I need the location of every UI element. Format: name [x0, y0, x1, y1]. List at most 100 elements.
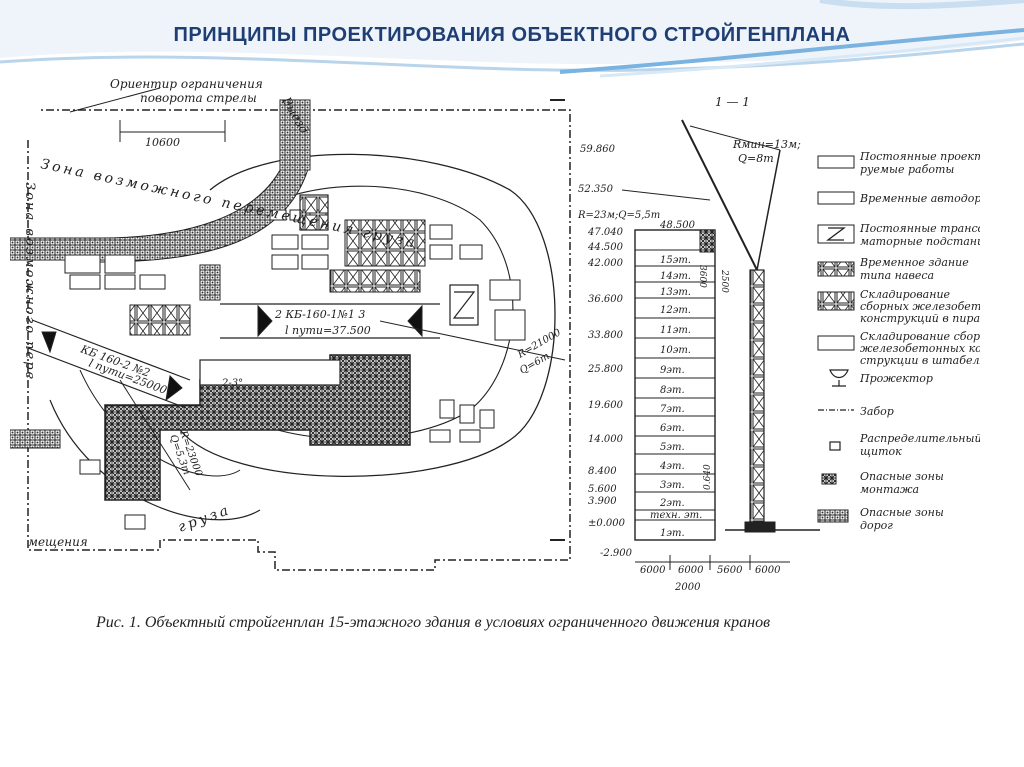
- section-qmin: Q=8т: [738, 152, 774, 165]
- dim-3600: 3600: [697, 265, 707, 288]
- crane1-stop-left: [257, 304, 273, 338]
- section-label: 1 — 1: [715, 95, 750, 109]
- road-right: [199, 264, 221, 301]
- crane2-track-bottom: [27, 347, 187, 409]
- dim-10600: 10600: [145, 136, 180, 149]
- legend-item-floodlight: Прожектор: [829, 369, 933, 387]
- svg-text:Временные автодороги: Временные автодороги: [859, 192, 980, 205]
- crane-base: [744, 521, 776, 533]
- svg-text:3эт.: 3эт.: [660, 480, 685, 491]
- orientir-line1: Ориентир ограничения: [110, 77, 263, 91]
- crane2-stop-left: [41, 331, 57, 354]
- section-floor-lines: [635, 249, 715, 521]
- svg-text:25.800: 25.800: [587, 364, 624, 375]
- storage-pyramids-block-1: [344, 219, 426, 267]
- svg-text:Временное здание: Временное здание: [859, 256, 969, 269]
- fence-line: [27, 109, 571, 571]
- angle-label: 2-3°: [221, 378, 243, 389]
- slide-header: ПРИНЦИПЫ ПРОЕКТИРОВАНИЯ ОБЪЕКТНОГО СТРОЙ…: [0, 0, 1024, 80]
- svg-text:дорог: дорог: [860, 519, 893, 532]
- legend-item-transformer: Постоянные трансфор- маторные подстанции: [817, 222, 980, 248]
- svg-text:сборных железобетонных: сборных железобетонных: [860, 300, 980, 313]
- svg-text:8эт.: 8эт.: [660, 385, 685, 396]
- legend: Постоянные проекти- руемые работы Времен…: [817, 150, 980, 532]
- svg-text:монтажа: монтажа: [860, 483, 919, 496]
- slide-title: ПРИНЦИПЫ ПРОЕКТИРОВАНИЯ ОБЪЕКТНОГО СТРОЙ…: [173, 24, 851, 46]
- zone-arc-left: [49, 399, 261, 521]
- legend-item-fence: Забор: [818, 405, 894, 418]
- zone-label-bottom-b: груза: [176, 502, 233, 536]
- figure-caption: Рис. 1. Объектный стройгенплан 15-этажно…: [96, 614, 771, 631]
- svg-text:6000: 6000: [678, 565, 704, 576]
- svg-text:7эт.: 7эт.: [660, 404, 685, 415]
- dim-2500: 2500: [719, 269, 729, 293]
- svg-text:1эт.: 1эт.: [660, 528, 685, 539]
- crane-tower: [749, 269, 765, 531]
- svg-text:13эт.: 13эт.: [660, 287, 691, 298]
- svg-text:Прожектор: Прожектор: [859, 372, 933, 385]
- road-left-lower: [10, 429, 61, 449]
- svg-text:14.000: 14.000: [588, 434, 624, 445]
- svg-text:6000: 6000: [640, 565, 666, 576]
- crane1-label: 2 КБ-160-1№1 3: [274, 308, 365, 321]
- svg-text:33.800: 33.800: [588, 330, 624, 341]
- svg-text:3.900: 3.900: [588, 496, 617, 507]
- header-wave-decoration: [0, 0, 1024, 78]
- svg-text:Распределительный: Распределительный: [859, 432, 980, 445]
- elev-48: 48.500: [659, 220, 696, 231]
- temp-building: [299, 194, 329, 231]
- svg-text:Постоянные трансфор-: Постоянные трансфор-: [859, 222, 980, 235]
- legend-item-temp-building: Временное здание типа навеса: [817, 256, 969, 282]
- site-plan: 10600 Ориентир ограничения поворота стре…: [10, 77, 571, 571]
- svg-text:маторные подстанции: маторные подстанции: [860, 235, 980, 248]
- svg-text:типа навеса: типа навеса: [860, 269, 934, 282]
- svg-text:42.000: 42.000: [587, 258, 624, 269]
- svg-text:6эт.: 6эт.: [660, 423, 685, 434]
- svg-text:Складирование сборных: Складирование сборных: [860, 330, 980, 343]
- crane2-stop-right: [165, 374, 183, 402]
- svg-text:±0.000: ±0.000: [588, 518, 626, 529]
- svg-text:2000: 2000: [674, 582, 701, 593]
- zone-label-left: Зона возможного пере: [22, 182, 37, 381]
- elev-top: 59.860: [580, 144, 616, 155]
- svg-text:36.600: 36.600: [588, 294, 624, 305]
- legend-item-distribution-board: Распределительный щиток: [829, 432, 980, 458]
- svg-text:44.500: 44.500: [587, 242, 624, 253]
- legend-item-storage-pyramids: Складирование сборных железобетонных кон…: [817, 288, 980, 325]
- section-rmax: R=23м;Q=5,5т: [577, 210, 660, 221]
- svg-text:конструкций в пирамидах: конструкций в пирамидах: [860, 312, 980, 325]
- svg-text:10эт.: 10эт.: [660, 345, 691, 356]
- elev-52: 52.350: [578, 184, 614, 195]
- orientir-line2: поворота стрелы: [140, 91, 257, 105]
- svg-text:4эт.: 4эт.: [659, 461, 685, 472]
- zone-arc-left2: [79, 369, 241, 477]
- floor-labels: 15эт. 14эт. 13эт. 12эт. 11эт. 10эт. 9эт.…: [650, 255, 702, 539]
- svg-text:6000: 6000: [755, 565, 781, 576]
- crane1-stop-right: [407, 304, 423, 338]
- legend-item-road-danger: Опасные зоны дорог: [817, 506, 944, 532]
- svg-text:12эт.: 12эт.: [660, 305, 691, 316]
- svg-text:Опасные зоны: Опасные зоны: [860, 470, 944, 483]
- building-white-core: [199, 359, 341, 386]
- road-vertical: [279, 99, 311, 171]
- svg-text:Опасные зоны: Опасные зоны: [860, 506, 944, 519]
- svg-text:15эт.: 15эт.: [660, 255, 691, 266]
- svg-text:струкции в штабелях: струкции в штабелях: [860, 354, 980, 367]
- svg-text:Складирование: Складирование: [860, 288, 951, 301]
- dim-0640: 0.640: [703, 464, 713, 490]
- legend-item-permanent-works: Постоянные проекти- руемые работы: [817, 150, 980, 176]
- legend-item-temp-roads: Временные автодороги: [817, 191, 980, 205]
- svg-text:8.400: 8.400: [588, 466, 617, 477]
- section-rmin: Rмин=13м;: [732, 138, 801, 151]
- svg-text:5эт.: 5эт.: [660, 442, 685, 453]
- crane-boom: [681, 119, 758, 271]
- svg-text:19.600: 19.600: [588, 400, 624, 411]
- svg-text:щиток: щиток: [860, 445, 902, 458]
- svg-text:техн. эт.: техн. эт.: [650, 510, 702, 521]
- svg-text:руемые работы: руемые работы: [860, 163, 954, 176]
- svg-text:5.600: 5.600: [588, 484, 617, 495]
- svg-text:14эт.: 14эт.: [660, 271, 691, 282]
- building-section: [634, 229, 716, 541]
- storage-stacks-group: [64, 209, 526, 530]
- svg-text:11эт.: 11эт.: [660, 325, 691, 336]
